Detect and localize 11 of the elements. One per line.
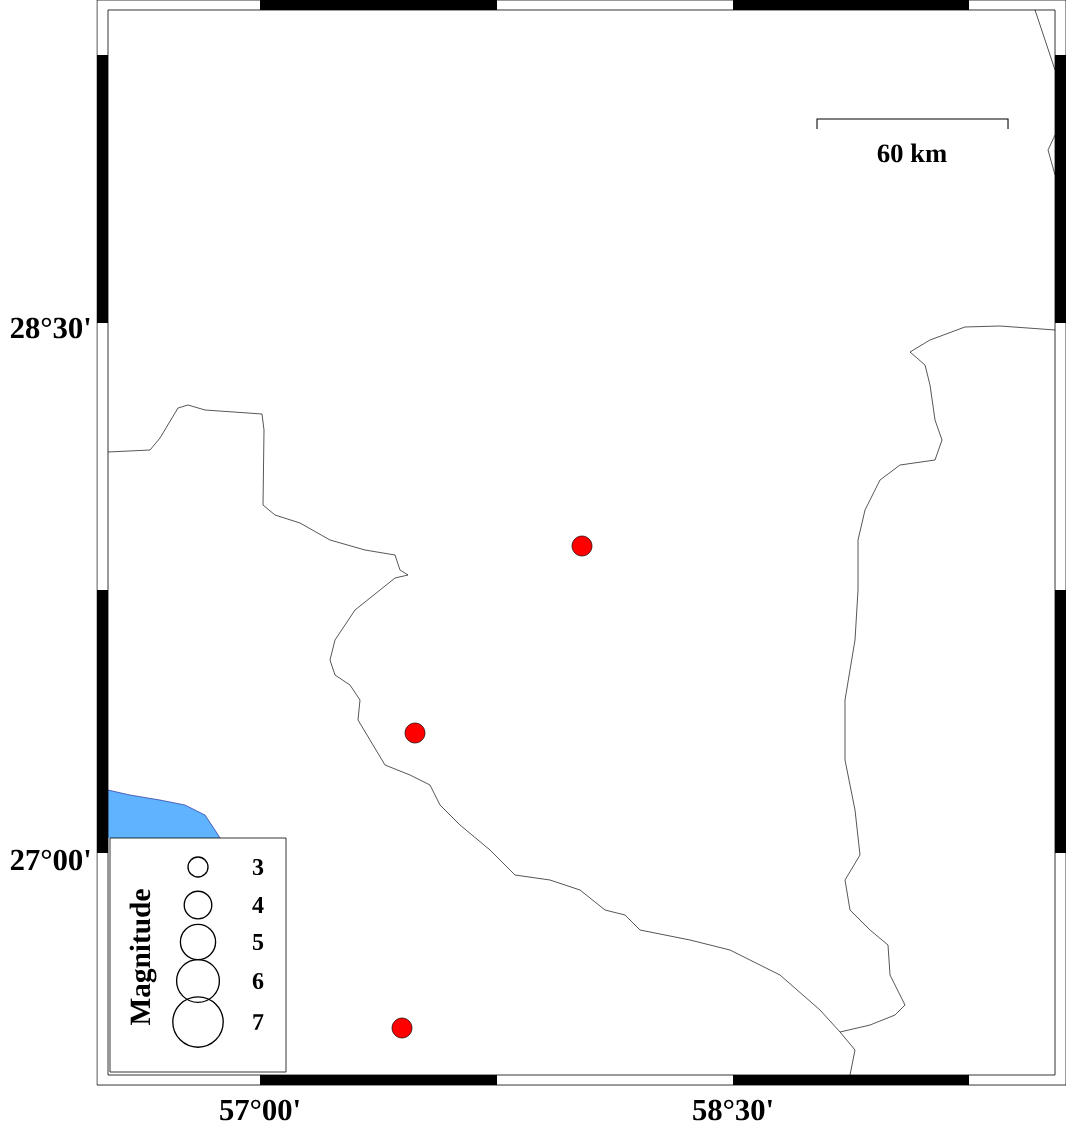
legend-value: 7: [253, 1014, 264, 1030]
axis-label: 57°00': [220, 1099, 299, 1121]
legend-value: 6: [252, 972, 264, 990]
legend-value: 5: [252, 934, 264, 950]
scale-label: 60 km: [877, 143, 947, 163]
legend-title: Magnitude: [129, 889, 157, 1025]
axis-label: 58°30': [693, 1099, 772, 1121]
legend-value: 3: [252, 858, 264, 876]
axis-label: 28°30': [10, 317, 90, 339]
axis-label: 27°00': [10, 849, 90, 871]
legend-value: 4: [252, 897, 264, 913]
